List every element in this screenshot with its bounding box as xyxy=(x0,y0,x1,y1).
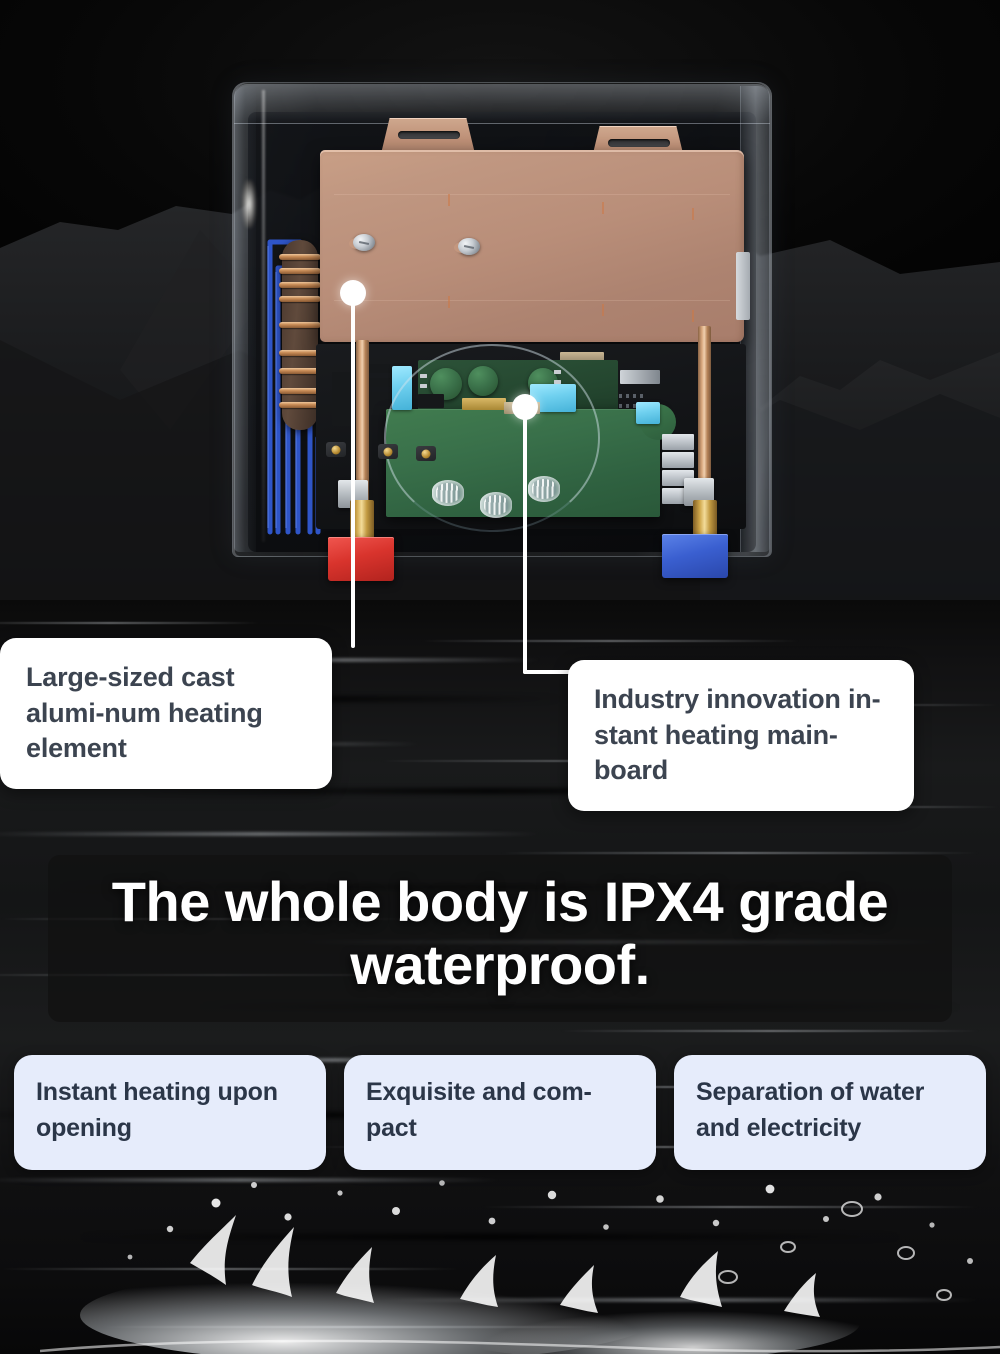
coil-light-flare xyxy=(242,180,256,228)
product-image xyxy=(232,82,772,592)
feature-pill-water-electricity-separation[interactable]: Separation of water and electricity xyxy=(674,1055,986,1170)
callout-label-heating-element: Large-sized cast alumi-num heating eleme… xyxy=(26,662,263,764)
coil-winding xyxy=(279,368,321,374)
component-header xyxy=(364,406,390,415)
coil-winding xyxy=(279,402,321,408)
feature-pill-list: Instant heating upon opening Exquisite a… xyxy=(14,1055,986,1170)
component-header xyxy=(364,392,390,401)
callout-mainboard[interactable]: Industry innovation in-stant heating mai… xyxy=(568,660,914,811)
feature-pill-label: Separation of water and electricity xyxy=(696,1078,925,1142)
component-header xyxy=(364,378,390,387)
terminal-screw xyxy=(378,444,398,459)
cast-aluminum-heating-element xyxy=(320,150,744,342)
feature-pill-instant-heating[interactable]: Instant heating upon opening xyxy=(14,1055,326,1170)
relay-module xyxy=(636,402,660,424)
coil-winding xyxy=(279,282,321,288)
feature-pill-compact[interactable]: Exquisite and com-pact xyxy=(344,1055,656,1170)
component-connector xyxy=(332,372,352,426)
housing-top-panel xyxy=(234,84,770,124)
callout-elbow-mainboard xyxy=(523,670,579,674)
component-block xyxy=(620,370,660,384)
heater-screw xyxy=(353,234,375,251)
terminal-screw xyxy=(326,442,346,457)
callout-line-heating-element xyxy=(351,300,355,648)
callout-label-mainboard: Industry innovation in-stant heating mai… xyxy=(594,684,881,786)
feature-pill-label: Exquisite and com-pact xyxy=(366,1078,592,1142)
cold-water-inlet-port xyxy=(662,534,728,578)
coil-winding xyxy=(279,350,321,356)
callout-line-mainboard xyxy=(523,414,527,674)
heater-screw xyxy=(458,238,480,255)
coil-winding xyxy=(279,254,321,260)
terminal-screw xyxy=(416,446,436,461)
component-header xyxy=(364,364,390,373)
page-headline: The whole body is IPX4 grade waterproof. xyxy=(48,855,952,1023)
feature-pill-label: Instant heating upon opening xyxy=(36,1078,278,1142)
mountain-silhouette-right xyxy=(0,290,1000,620)
coil-winding xyxy=(279,322,321,328)
callout-heating-element[interactable]: Large-sized cast alumi-num heating eleme… xyxy=(0,638,332,789)
housing-left-wall xyxy=(234,86,256,552)
pcb-arc-highlight xyxy=(384,344,600,532)
housing-highlight xyxy=(262,90,265,542)
coil-winding xyxy=(279,388,321,394)
coil-winding xyxy=(279,268,321,274)
heater-side-clip xyxy=(736,252,750,320)
hot-water-outlet-port xyxy=(328,537,394,581)
coil-winding xyxy=(279,296,321,302)
